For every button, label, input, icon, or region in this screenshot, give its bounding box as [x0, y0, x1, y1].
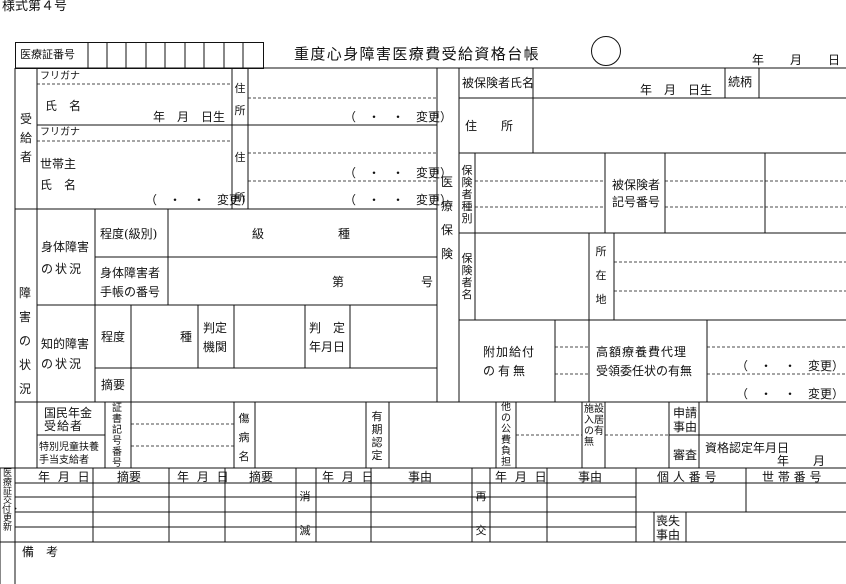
extinct-label: 消滅 — [299, 490, 311, 537]
judge-date-label-1: 判 定 — [309, 321, 346, 335]
form-number: 様式第４号 — [2, 0, 68, 14]
relation-label: 続柄 — [728, 75, 753, 89]
header-day: 日 — [828, 53, 841, 67]
insured-name-label: 被保険者氏名 — [462, 76, 535, 90]
validity-label: 有期認定 — [371, 410, 383, 462]
public-burden-label: 他の公費負担 — [501, 402, 511, 468]
head-label-2: 氏 名 — [40, 178, 77, 192]
physical-label-1: 身体障害 — [41, 240, 90, 254]
benefit-label-2: の有無 — [483, 364, 529, 378]
judge-date-label-2: 年月日 — [309, 340, 346, 354]
book-label-1: 身体障害者 — [100, 266, 161, 280]
physical-label-2: の状況 — [41, 262, 84, 276]
reissue-date-header: 年 月 日 — [495, 470, 549, 484]
shu-label: 種 — [338, 227, 351, 241]
proxy-change-1: （ ・ ・ 変更） — [736, 359, 845, 373]
intellectual-label-2: の状況 — [41, 357, 84, 371]
insured-birth: 年 月 日生 — [640, 83, 713, 97]
insured-id-label-2: 記号番号 — [612, 195, 661, 209]
loss-reason-label-1: 喪失 — [656, 514, 681, 528]
facility-text: 施設入居の有無 — [584, 404, 604, 448]
page-title: 重度心身障害医療費受給資格台帳 — [294, 45, 541, 63]
personal-number-header: 個 人 番 号 — [657, 470, 717, 484]
cert-number-vertical: 証書記号番号 — [112, 403, 122, 469]
head-label-1: 世帯主 — [40, 157, 77, 171]
extinct-reason-header: 事由 — [408, 470, 433, 484]
birth-label: 年 月 日生 — [153, 110, 226, 124]
cert-date-label: 資格認定年月日 — [705, 441, 790, 455]
judge-org-label-1: 判定 — [203, 321, 228, 335]
proxy-label-2: 受領委任状の有無 — [596, 364, 693, 378]
apply-label-1: 申請 — [673, 406, 698, 420]
issue-summary-header-2: 摘要 — [249, 470, 274, 484]
disability-section: 障害の状況 — [18, 286, 31, 396]
name-label: 氏 名 — [45, 99, 82, 113]
benefit-label-1: 附加給付 — [483, 345, 536, 359]
extinct-date-header: 年 月 日 — [322, 470, 376, 484]
issue-date-header: 年 月 日 — [38, 470, 92, 484]
intellectual-label-1: 知的障害 — [41, 337, 90, 351]
insurance-section: 医療保険 — [440, 175, 453, 261]
judge-org-label-2: 機関 — [203, 340, 228, 354]
disease-label: 傷病名 — [238, 412, 250, 463]
head-change: （ ・ ・ 変更） — [145, 193, 254, 207]
head-addr-change-2: （ ・ ・ 変更） — [344, 193, 453, 207]
issue-date-header-2: 年 月 日 — [177, 470, 231, 484]
insurer-name-label: 保険者名 — [461, 252, 473, 301]
proxy-label-1: 高額療養費代理 — [596, 345, 688, 359]
dai-label: 第 — [332, 275, 345, 289]
reissue-reason-header: 事由 — [578, 470, 603, 484]
header-month: 月 — [790, 53, 803, 67]
head-addr-change-1: （ ・ ・ 変更） — [344, 166, 453, 180]
cert-date-ymd: 年 月 日 — [777, 454, 846, 468]
cert-number-label: 医療証番号 — [20, 48, 75, 61]
insured-address-label: 住 所 — [465, 119, 514, 133]
furigana-label: フリガナ — [40, 71, 80, 82]
address-label-1: 住所 — [234, 82, 246, 117]
pension-label-2: 受給者 — [44, 419, 84, 433]
recipient-change: （ ・ ・ 変更） — [344, 110, 453, 124]
address-label-2: 住所 — [234, 151, 246, 204]
proxy-change-2: （ ・ ・ 変更） — [736, 387, 845, 401]
pension-label-1: 国民年金 — [44, 406, 93, 420]
recipient-section: 受給者 — [19, 112, 32, 164]
child-label-1: 特別児童扶養 — [39, 442, 99, 453]
degree-label: 程度 — [101, 330, 126, 344]
household-number-header: 世 帯 番 号 — [762, 470, 822, 484]
grade-label: 程度(級別) — [100, 227, 158, 241]
summary-label: 摘要 — [101, 378, 126, 392]
header-year: 年 — [752, 53, 765, 67]
loss-reason-label-2: 事由 — [656, 528, 681, 542]
facility-label: 施設入居の有無 — [584, 404, 604, 448]
issue-renew-label: 医療証交付・更新 — [2, 469, 21, 533]
review-label: 審査 — [673, 448, 698, 462]
child-label-2: 手当支給者 — [39, 455, 89, 466]
kyu-label: 級 — [252, 227, 265, 241]
head-furigana-label: フリガナ — [40, 127, 80, 138]
book-label-2: 手帳の番号 — [100, 285, 161, 299]
go-label: 号 — [421, 275, 434, 289]
apply-label-2: 事由 — [673, 420, 698, 434]
reissue-label: 再交 — [475, 490, 487, 537]
insured-id-label-1: 被保険者 — [612, 178, 661, 192]
insurer-addr-label: 所在地 — [595, 245, 607, 306]
shu2-label: 種 — [180, 330, 193, 344]
issue-summary-header: 摘要 — [117, 470, 142, 484]
remarks-label: 備 考 — [22, 545, 59, 559]
stamp-circle — [591, 36, 621, 66]
ins-type-label: 保険者種別 — [461, 164, 473, 225]
